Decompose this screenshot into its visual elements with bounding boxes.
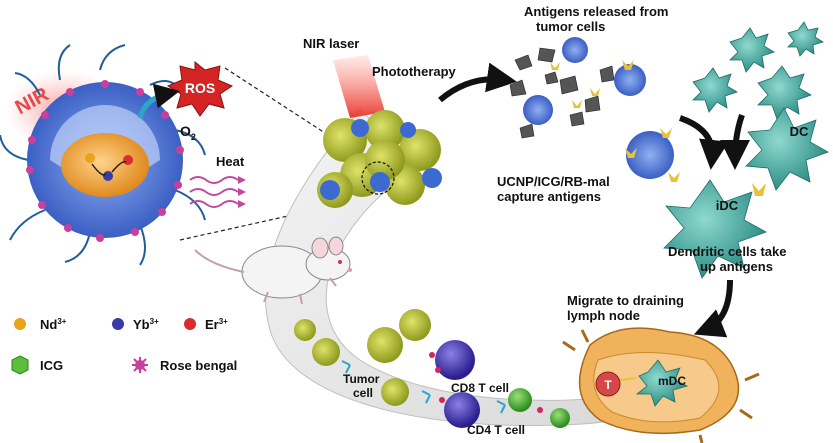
tumor-debris [509,47,615,139]
migrate-label-line1: Migrate to draining [567,293,684,308]
dendritic-label-line2: up antigens [700,259,773,274]
legend-icg-text: ICG [40,358,63,373]
legend-er-text: Er3+ [205,317,228,332]
legend-item-er: Er3+ [184,317,228,332]
peg-strands [0,44,206,266]
dendritic-cells [663,21,829,279]
icg-hexagon-icon [11,355,29,375]
cd8-label: CD8 T cell [451,381,509,395]
cd4-label: CD4 T cell [467,423,525,437]
ucnp-label-line1: UCNP/ICG/RB-mal [497,174,610,189]
energy-arrow-2 [111,160,127,173]
legend: Nd3+ Yb3+ Er3+ ICG Rose bengal [11,317,237,375]
nir-laser-beam [333,55,385,118]
lymph-node [562,327,760,443]
yb-ion [103,171,113,181]
legend-item-rb: Rose bengal [132,357,237,373]
tumor-cell-label-line1: Tumor [343,372,380,386]
rose-bengal-icon [132,357,148,373]
ucnp-label-line2: capture antigens [497,189,601,204]
legend-yb-text: Yb3+ [133,317,159,332]
migrate-label-line2: lymph node [567,308,640,323]
yb-dot-icon [112,318,124,330]
idc-to-lymph-arrow [693,279,733,338]
idc-label: iDC [716,198,739,213]
heat-arrowheads [238,176,246,208]
tumor-cell-label-line2: cell [353,386,373,400]
phototherapy-arrow [438,62,517,103]
dendritic-label-line1: Dendritic cells take [668,244,787,259]
ros-arrow [137,83,180,119]
nd-dot-icon [14,318,26,330]
t-cell-label: T [604,378,612,392]
o2-label: O2 [180,123,196,142]
legend-item-icg: ICG [11,355,63,375]
mouse-illustration [194,236,352,305]
nd-ion [85,153,95,163]
ribbon-cells [294,309,570,428]
ros-label: ROS [185,80,215,96]
rose-bengal-dots [26,80,184,242]
zoom-line-top [224,67,386,173]
heat-label: Heat [216,154,245,169]
legend-item-yb: Yb3+ [112,317,159,332]
legend-rb-text: Rose bengal [160,358,237,373]
antigens-label-line1: Antigens released from [524,4,669,19]
er-dot-icon [184,318,196,330]
mdc-label: mDC [658,374,686,388]
dc-to-idc-arrow [720,114,751,170]
capture-to-dc-arrow [678,115,729,170]
energy-arrow [91,163,107,176]
er-ion [123,155,133,165]
tumor-cluster [317,110,442,208]
phototherapy-label: Phototherapy [372,64,457,79]
nir-laser-label: NIR laser [303,36,359,51]
antigens-label-line2: tumor cells [536,19,605,34]
ros-burst: ROS [166,60,234,117]
nanoparticle-group: NIR [0,44,206,266]
heat-waves [189,176,239,208]
ucnp-core [61,133,149,197]
legend-nd-text: Nd3+ [40,317,67,332]
dc-label: DC [790,124,809,139]
ucnp-particles [523,37,680,182]
legend-item-nd: Nd3+ [14,317,67,332]
